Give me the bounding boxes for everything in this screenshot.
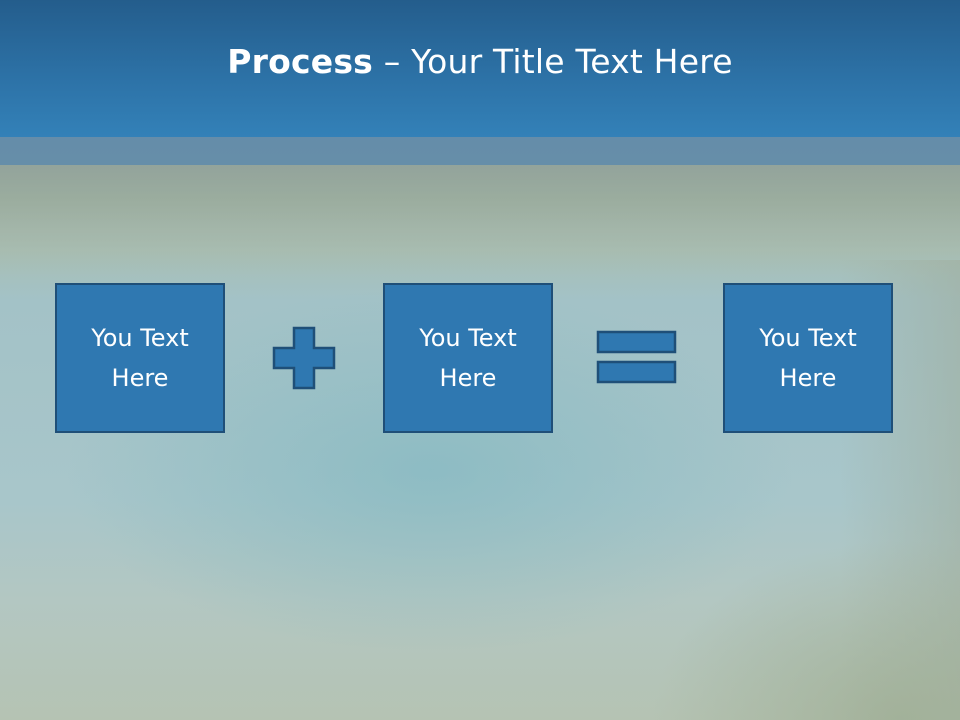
text-box-3[interactable]: You Text Here <box>723 283 893 433</box>
plus-icon <box>272 326 336 390</box>
equals-icon <box>596 330 677 384</box>
text-box-3-line2: Here <box>779 364 837 392</box>
title-bar: Process – Your Title Text Here <box>0 0 960 137</box>
text-box-1-line1: You Text <box>91 324 189 352</box>
background-hills <box>0 165 960 275</box>
text-box-2-content: You Text Here <box>419 318 517 398</box>
text-box-3-line1: You Text <box>759 324 857 352</box>
text-box-1-content: You Text Here <box>91 318 189 398</box>
background-vegetation <box>540 420 960 720</box>
title-rest: – Your Title Text Here <box>373 42 733 81</box>
text-box-2[interactable]: You Text Here <box>383 283 553 433</box>
text-box-3-content: You Text Here <box>759 318 857 398</box>
title-underbar <box>0 137 960 165</box>
slide-title: Process – Your Title Text Here <box>227 42 733 81</box>
text-box-2-line1: You Text <box>419 324 517 352</box>
text-box-1-line2: Here <box>111 364 169 392</box>
title-bold: Process <box>227 42 374 81</box>
text-box-2-line2: Here <box>439 364 497 392</box>
text-box-1[interactable]: You Text Here <box>55 283 225 433</box>
